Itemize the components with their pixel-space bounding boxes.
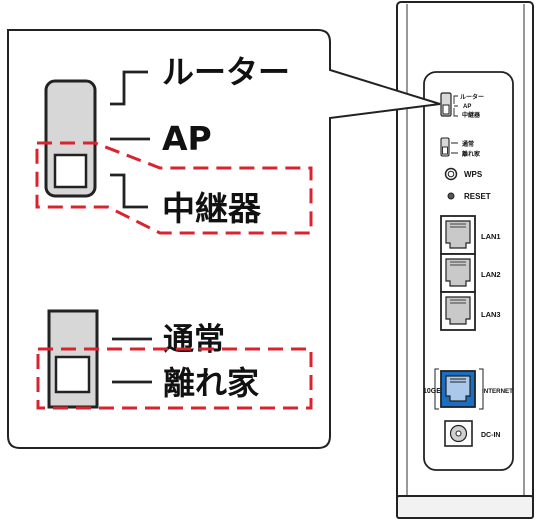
mode-label-ap: AP <box>162 119 212 158</box>
location-label-normal: 通常 <box>163 322 225 358</box>
internet-port[interactable] <box>440 370 476 408</box>
location-switch-label-lines <box>112 337 152 384</box>
lan-port-3-contacts <box>450 299 466 304</box>
device-mode-label-lines <box>453 95 458 117</box>
device-location-label-lines <box>451 142 458 154</box>
wps-label: WPS <box>464 170 483 179</box>
internet-speed-label: 10GE <box>423 388 441 395</box>
router-base <box>396 495 534 519</box>
location-switch-knob <box>54 355 91 394</box>
mode-switch-knob <box>53 153 88 189</box>
mode-selection-highlight <box>35 141 313 235</box>
router-device: ルーター AP 中継器 通常 離れ家 WPS RESET LAN1 LAN2 <box>396 1 534 519</box>
lan-port-2-contacts <box>450 261 466 266</box>
lan-port-1-socket <box>445 220 471 249</box>
device-location-label-normal: 通常 <box>462 140 474 148</box>
lan2-label: LAN2 <box>481 270 501 279</box>
lan-port-2[interactable] <box>440 253 476 293</box>
internet-port-socket <box>445 375 471 402</box>
mode-switch-zoom: ルーター AP 中継器 <box>35 53 313 235</box>
lan3-label: LAN3 <box>481 310 501 319</box>
device-location-switch-knob <box>442 146 448 155</box>
location-label-detached: 離れ家 <box>163 364 259 402</box>
lan-port-1[interactable] <box>440 215 476 255</box>
device-mode-label-repeater: 中継器 <box>462 111 481 119</box>
lan1-label: LAN1 <box>481 232 501 241</box>
dc-in-pin <box>455 430 462 437</box>
mode-label-router: ルーター <box>162 53 290 91</box>
lan-port-1-contacts <box>450 223 466 228</box>
device-mode-label-ap: AP <box>463 104 471 110</box>
location-switch-zoom: 通常 離れ家 <box>36 309 313 410</box>
dc-in-port[interactable] <box>444 420 473 447</box>
device-mode-switch-knob <box>442 104 450 115</box>
reset-label: RESET <box>464 192 491 201</box>
lan-port-3-socket <box>445 296 471 325</box>
wps-button-inner <box>447 170 455 178</box>
internet-port-contacts <box>450 378 466 383</box>
lan-port-2-socket <box>445 258 471 287</box>
mode-switch-label-bracket <box>110 70 150 209</box>
dc-in-label: DC-IN <box>481 432 500 439</box>
internet-label: INTERNET <box>482 388 513 395</box>
lan-port-3[interactable] <box>440 291 476 331</box>
reset-button[interactable] <box>447 192 455 200</box>
device-location-label-detached: 離れ家 <box>462 150 480 158</box>
internet-port-bracket <box>434 368 484 410</box>
device-mode-label-router: ルーター <box>460 93 484 101</box>
mode-label-repeater: 中継器 <box>162 189 262 228</box>
callout-bubble <box>7 29 441 449</box>
location-selection-highlight <box>36 347 313 410</box>
